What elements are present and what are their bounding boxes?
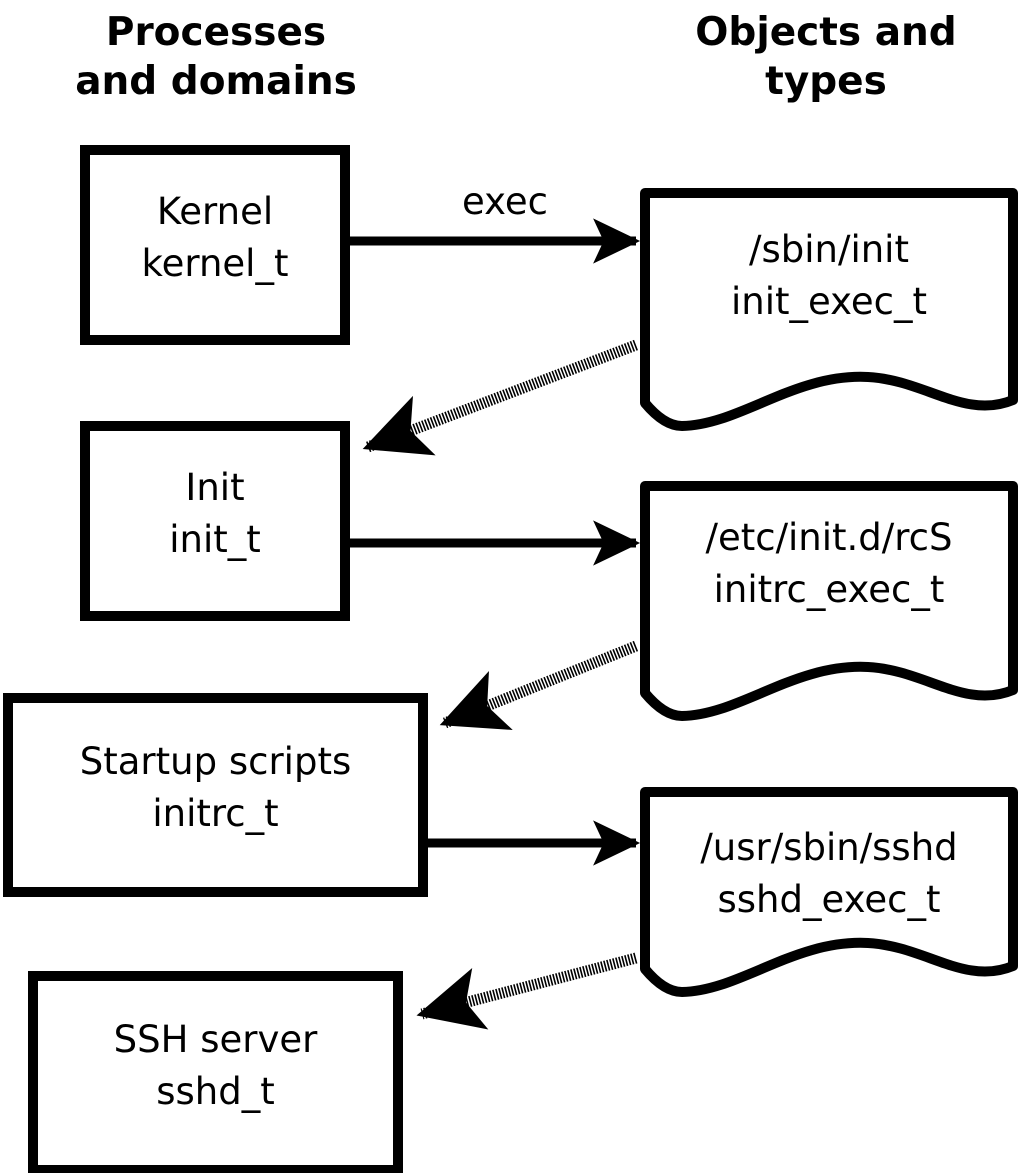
edge-initrc-exec-to-startup-scripts [439, 640, 639, 730]
node-ssh-server [28, 971, 403, 1173]
edge-label-exec: exec [462, 180, 548, 223]
node-kernel [80, 145, 350, 345]
node-sshd-exec-doc [640, 787, 1018, 997]
node-startup-scripts [3, 693, 428, 897]
edge-init-exec-to-init [362, 339, 638, 456]
node-init [80, 421, 350, 621]
column-heading-processes: Processes and domains [75, 10, 357, 104]
node-init-exec-doc [640, 188, 1018, 431]
column-heading-objects: Objects and types [695, 10, 957, 104]
edge-sshd-exec-to-ssh-server [416, 952, 638, 1030]
node-initrc-exec-doc [640, 481, 1018, 721]
